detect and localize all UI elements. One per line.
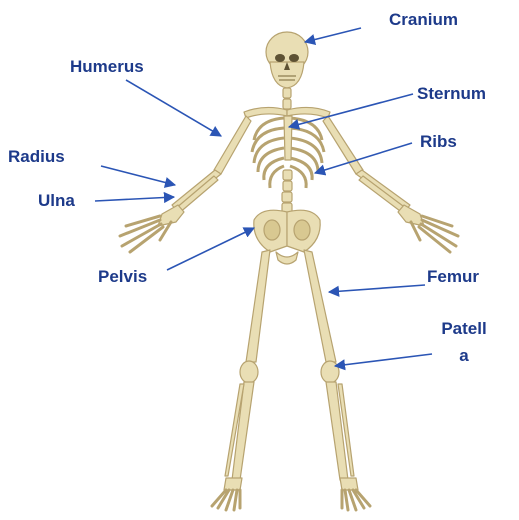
patella-left (321, 361, 339, 383)
humerus-left (323, 116, 363, 174)
humerus-arrow (126, 80, 221, 136)
label-patella: Patell a (438, 315, 490, 369)
hand-left (398, 205, 458, 252)
label-femur: Femur (427, 266, 479, 287)
femur-left (304, 250, 336, 362)
label-cranium: Cranium (389, 9, 458, 30)
ribs-arrow (315, 143, 412, 173)
radius-left (356, 170, 410, 210)
skull (266, 32, 308, 88)
label-radius: Radius (8, 146, 65, 167)
ulna-left (359, 176, 407, 214)
foot-left (340, 478, 370, 510)
foot-right (212, 478, 242, 510)
label-humerus: Humerus (70, 56, 144, 77)
sternum-bone (284, 116, 292, 160)
humerus-right (214, 116, 251, 174)
patella-arrow (335, 354, 432, 366)
femur-arrow (329, 285, 425, 292)
label-pelvis: Pelvis (98, 266, 147, 287)
hand-right (120, 205, 184, 252)
label-sternum: Sternum (417, 83, 486, 104)
cranium-arrow (305, 28, 361, 42)
patella-right (240, 361, 258, 383)
radius-arrow (101, 166, 175, 185)
clavicle-left (287, 107, 330, 118)
label-ulna: Ulna (38, 190, 75, 211)
clavicle-right (244, 107, 287, 118)
label-ribs: Ribs (420, 131, 457, 152)
pelvis-arrow (167, 228, 254, 270)
femur-right (246, 250, 270, 362)
ulna-arrow (95, 197, 174, 201)
